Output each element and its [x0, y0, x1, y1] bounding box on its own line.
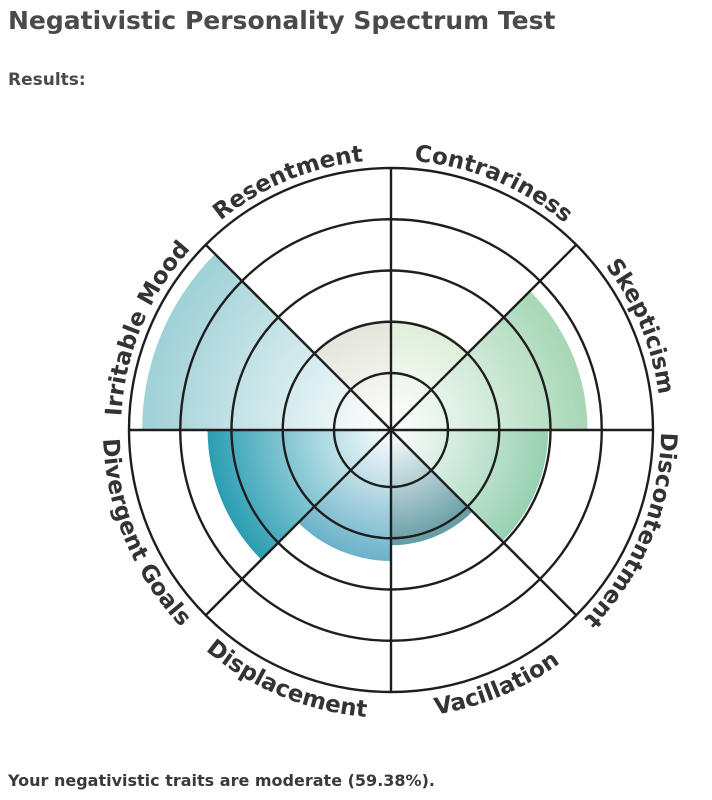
- grid-spoke: [390, 243, 578, 431]
- sector-displacement: [298, 430, 391, 561]
- sectors: [142, 254, 588, 561]
- category-label-text: Vacillation: [432, 646, 564, 720]
- category-label: Vacillation: [432, 646, 564, 720]
- category-label-text: Contrariness: [413, 141, 577, 228]
- results-heading: Results:: [8, 70, 86, 90]
- category-label-text: Divergent Goals: [97, 438, 196, 632]
- result-summary: Your negativistic traits are moderate (5…: [8, 771, 435, 790]
- grid-spoke: [204, 429, 392, 617]
- category-label: Displacement: [202, 635, 369, 723]
- category-label: Contrariness: [413, 141, 577, 228]
- sector-vacillation: [391, 430, 473, 546]
- sector-resentment: [313, 319, 391, 430]
- grid: [127, 166, 655, 694]
- category-label-text: Displacement: [202, 635, 369, 723]
- category-label: Discontentment: [579, 432, 681, 633]
- sector-skepticism: [391, 291, 588, 430]
- grid-spoke: [204, 243, 392, 431]
- grid-spoke: [390, 429, 578, 617]
- category-label: Skepticism: [600, 254, 678, 396]
- page-title: Negativistic Personality Spectrum Test: [8, 6, 556, 35]
- category-label-text: Skepticism: [600, 254, 678, 396]
- sector-irritable-mood: [142, 254, 391, 430]
- category-label-text: Resentment: [208, 141, 364, 225]
- sector-contrariness: [391, 319, 469, 430]
- polar-area-chart: ContrarinessSkepticismDiscontentmentVaci…: [97, 141, 681, 723]
- category-label-text: Discontentment: [579, 432, 681, 633]
- sector-discontentment: [391, 430, 549, 542]
- category-label: Resentment: [208, 141, 364, 225]
- category-label: Divergent Goals: [97, 438, 196, 632]
